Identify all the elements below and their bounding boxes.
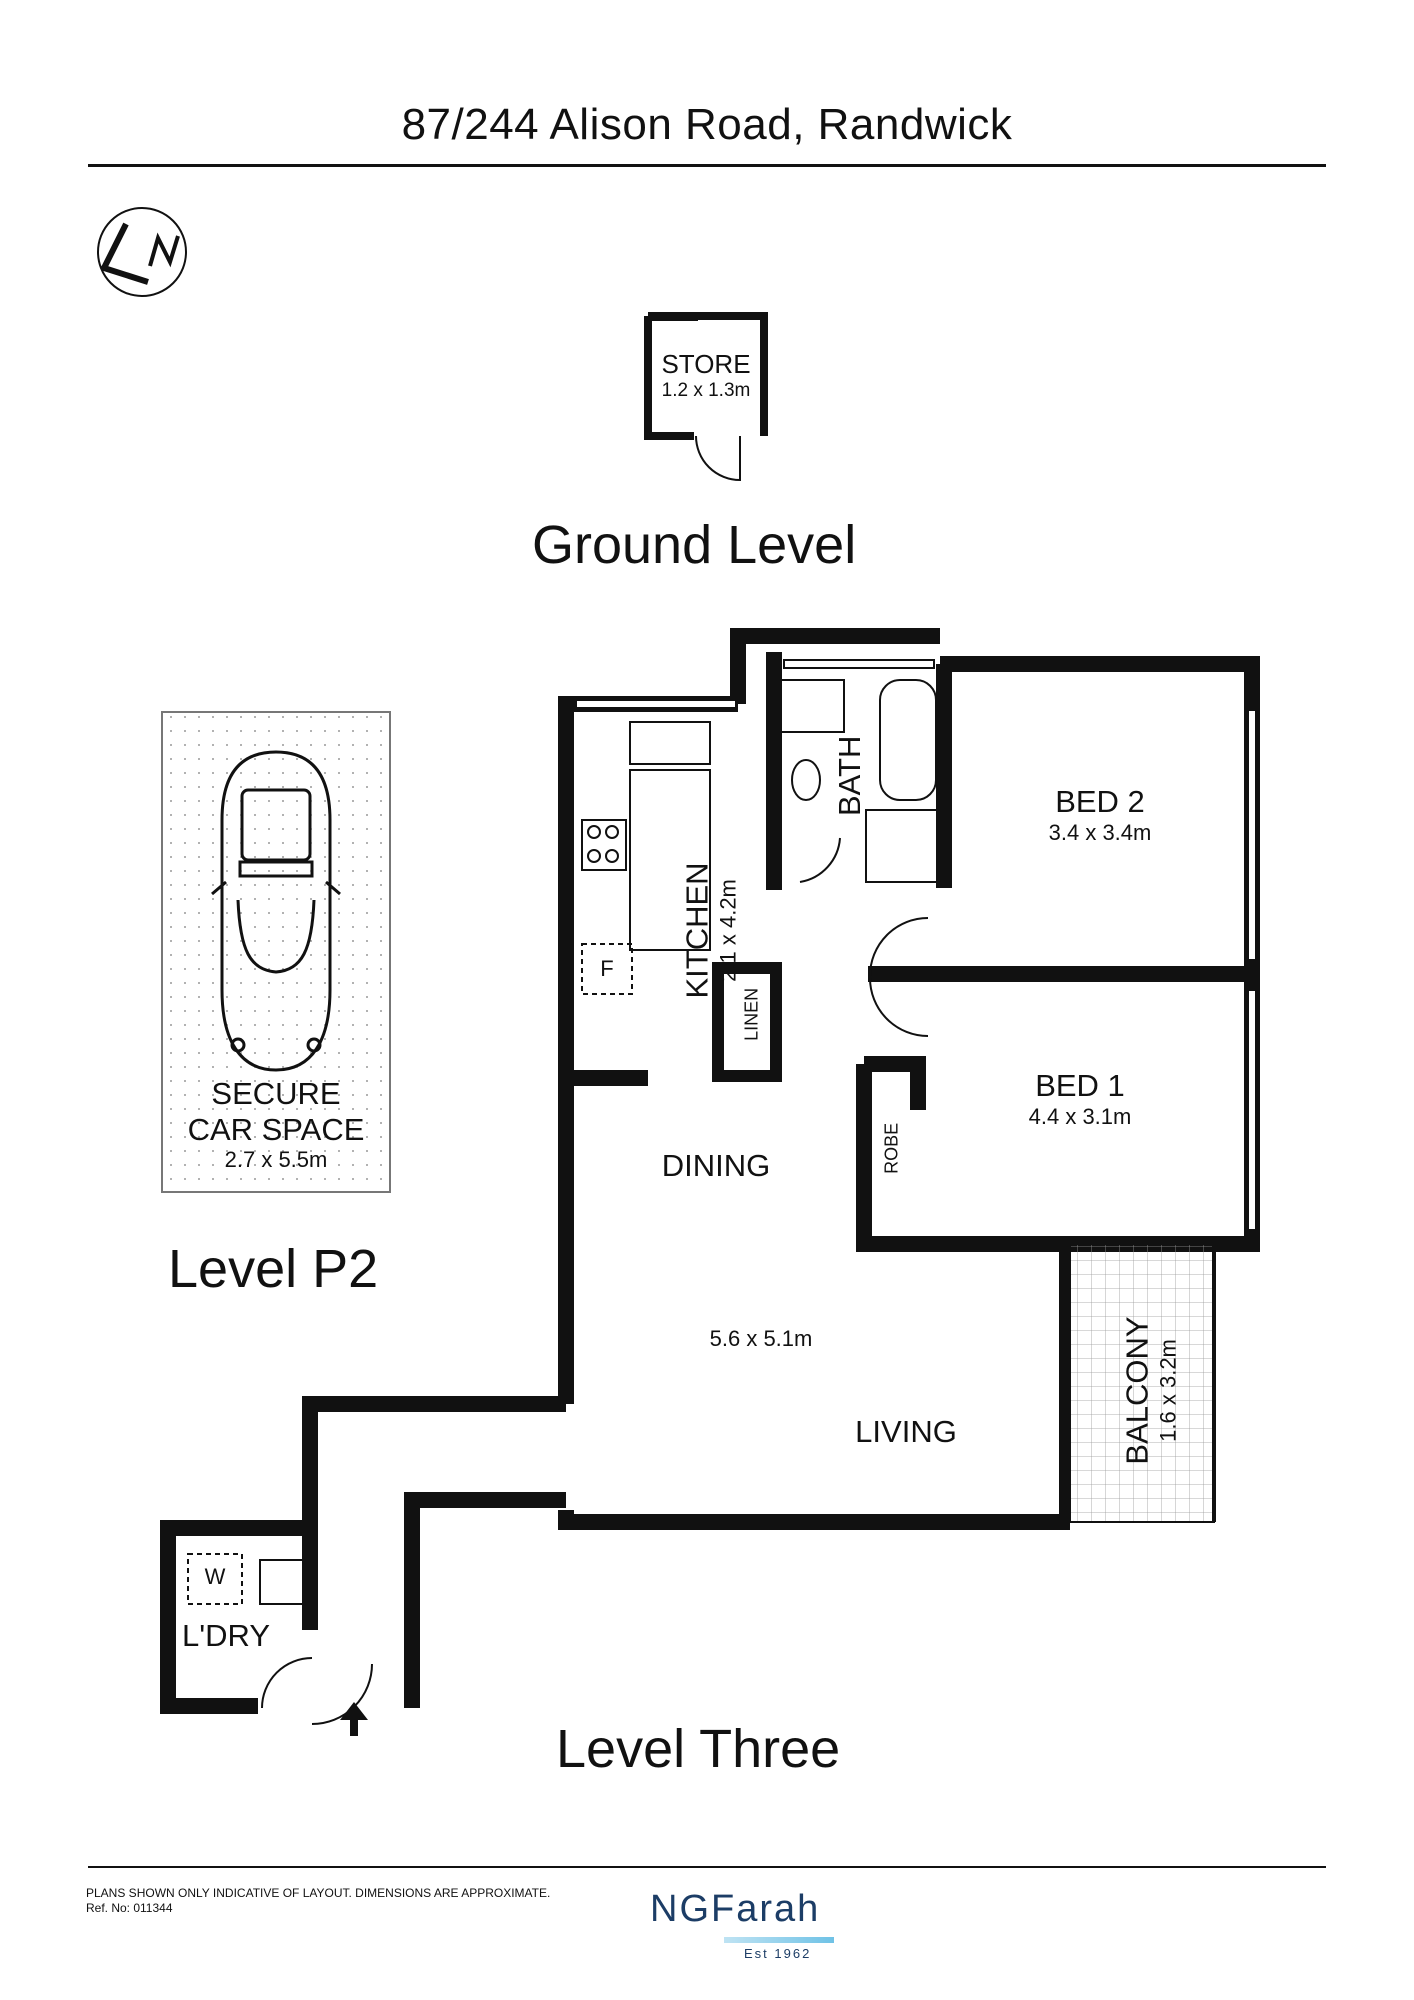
balcony-name: BALCONY xyxy=(1119,1316,1155,1465)
washer-label: W xyxy=(204,1564,226,1589)
compass-icon xyxy=(97,207,187,297)
page-title: 87/244 Alison Road, Randwick xyxy=(401,100,1013,149)
balcony xyxy=(1059,1243,1216,1523)
windows xyxy=(575,659,1257,1231)
level-p2-label: Level P2 xyxy=(168,1239,379,1299)
robe-label: ROBE xyxy=(881,1122,902,1174)
disclaimer: PLANS SHOWN ONLY INDICATIVE OF LAYOUT. D… xyxy=(86,1886,551,1900)
car-space-label: SECURE CAR SPACE 2.7 x 5.5m xyxy=(162,1076,390,1173)
car-space-name-1: SECURE xyxy=(211,1076,341,1111)
header-divider xyxy=(88,164,1326,167)
reference-number: Ref. No: 011344 xyxy=(86,1901,173,1915)
brand-est: Est 1962 xyxy=(744,1946,812,1961)
kitchen-name: KITCHEN xyxy=(679,862,715,999)
living-dim: 5.6 x 5.1m xyxy=(709,1326,813,1351)
bed2-dim: 3.4 x 3.4m xyxy=(1048,819,1152,845)
car-icon xyxy=(211,750,341,1072)
bed2-name: BED 2 xyxy=(1055,784,1145,819)
brand-underline xyxy=(724,1937,834,1943)
bath-fixtures xyxy=(779,679,939,883)
dining-label: DINING xyxy=(661,1148,771,1183)
car-space-dim: 2.7 x 5.5m xyxy=(224,1147,328,1173)
linen-label: LINEN xyxy=(741,987,762,1041)
brand-logo: NGFarah xyxy=(650,1888,821,1930)
living-label: LIVING xyxy=(855,1414,957,1449)
kitchen-label: KITCHEN 2.1 x 4.2m xyxy=(680,840,741,1020)
ground-level-label: Ground Level xyxy=(532,515,857,575)
fridge-label: F xyxy=(600,956,614,981)
entry-arrow-icon xyxy=(340,1702,368,1736)
store-dim: 1.2 x 1.3m xyxy=(661,379,751,401)
kitchen-fixtures xyxy=(581,721,711,995)
store-label: STORE 1.2 x 1.3m xyxy=(654,349,758,402)
store-name: STORE xyxy=(661,349,751,379)
bed1-label: BED 1 4.4 x 3.1m xyxy=(980,1068,1180,1129)
footer-divider xyxy=(88,1866,1326,1868)
bed1-name: BED 1 xyxy=(1035,1068,1125,1103)
balcony-dim: 1.6 x 3.2m xyxy=(1155,1339,1181,1442)
bed1-dim: 4.4 x 3.1m xyxy=(1028,1103,1132,1129)
footer-note: PLANS SHOWN ONLY INDICATIVE OF LAYOUT. D… xyxy=(86,1886,550,1916)
bed2-label: BED 2 3.4 x 3.4m xyxy=(1000,784,1200,845)
store-room xyxy=(644,312,768,482)
laundry-label: L'DRY xyxy=(181,1618,271,1653)
laundry-fixtures xyxy=(187,1553,309,1605)
level-three-label: Level Three xyxy=(556,1719,841,1779)
balcony-label: BALCONY 1.6 x 3.2m xyxy=(1120,1300,1181,1480)
car-space-name-2: CAR SPACE xyxy=(187,1111,365,1147)
kitchen-dim: 2.1 x 4.2m xyxy=(715,879,741,982)
bath-label: BATH xyxy=(832,735,868,817)
car-space xyxy=(161,711,391,1193)
